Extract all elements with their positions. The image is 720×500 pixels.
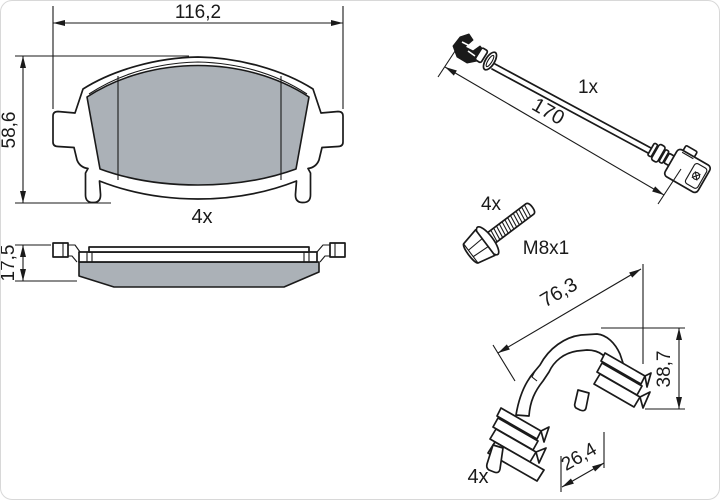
side-friction-material — [78, 261, 320, 288]
dimension-clip-depth: 26,4 — [558, 432, 605, 492]
clip-bridge-step — [531, 370, 538, 382]
bolt-hex-facets — [463, 238, 489, 264]
bolt: 4x M8x1 — [462, 194, 569, 264]
sensor-quantity-label: 1x — [578, 77, 599, 98]
dimension-side-thickness: 17,5 — [1, 244, 77, 282]
clip-height-label: 38,7 — [654, 351, 675, 388]
bolt-threads — [490, 204, 532, 243]
bolt-quantity-label: 4x — [481, 194, 502, 215]
pad-backplate-inner-edge — [88, 61, 308, 95]
pad-friction-material — [86, 64, 310, 186]
front-quantity-label: 4x — [191, 206, 212, 228]
front-height-label: 58,6 — [1, 112, 20, 149]
dimension-sensor-length: 170 — [437, 41, 682, 205]
clip-depth-label: 26,4 — [558, 439, 601, 476]
sensor-connector — [663, 145, 712, 194]
dimension-front-width: 116,2 — [52, 2, 344, 109]
wear-sensor: 170 1x — [437, 33, 712, 205]
side-thickness-label: 17,5 — [1, 245, 19, 282]
side-right-step — [316, 244, 330, 263]
sensor-collar — [474, 47, 489, 64]
side-right-tab — [329, 242, 346, 258]
side-plate-ticks — [86, 252, 310, 262]
front-width-label: 116,2 — [175, 2, 221, 23]
clip-right-clamp — [573, 352, 652, 412]
side-left-step — [68, 244, 81, 263]
retainer-clip: 76,3 38,7 26,4 4x — [467, 264, 685, 492]
bolt-thread-label: M8x1 — [523, 238, 569, 259]
dimension-clip-height: 38,7 — [601, 327, 685, 410]
side-shim — [88, 246, 310, 253]
brake-pad-front-view: 116,2 58,6 4x — [1, 2, 344, 228]
brake-pad-side-view: 17,5 — [1, 242, 346, 288]
side-left-tab — [52, 242, 69, 258]
clip-width-label: 76,3 — [537, 274, 582, 313]
side-backplate — [78, 251, 318, 263]
clip-quantity-label: 4x — [467, 466, 488, 488]
dimension-front-height: 58,6 — [1, 55, 189, 204]
sensor-fork-slots — [461, 41, 476, 57]
clip-left-clamp — [485, 407, 550, 482]
